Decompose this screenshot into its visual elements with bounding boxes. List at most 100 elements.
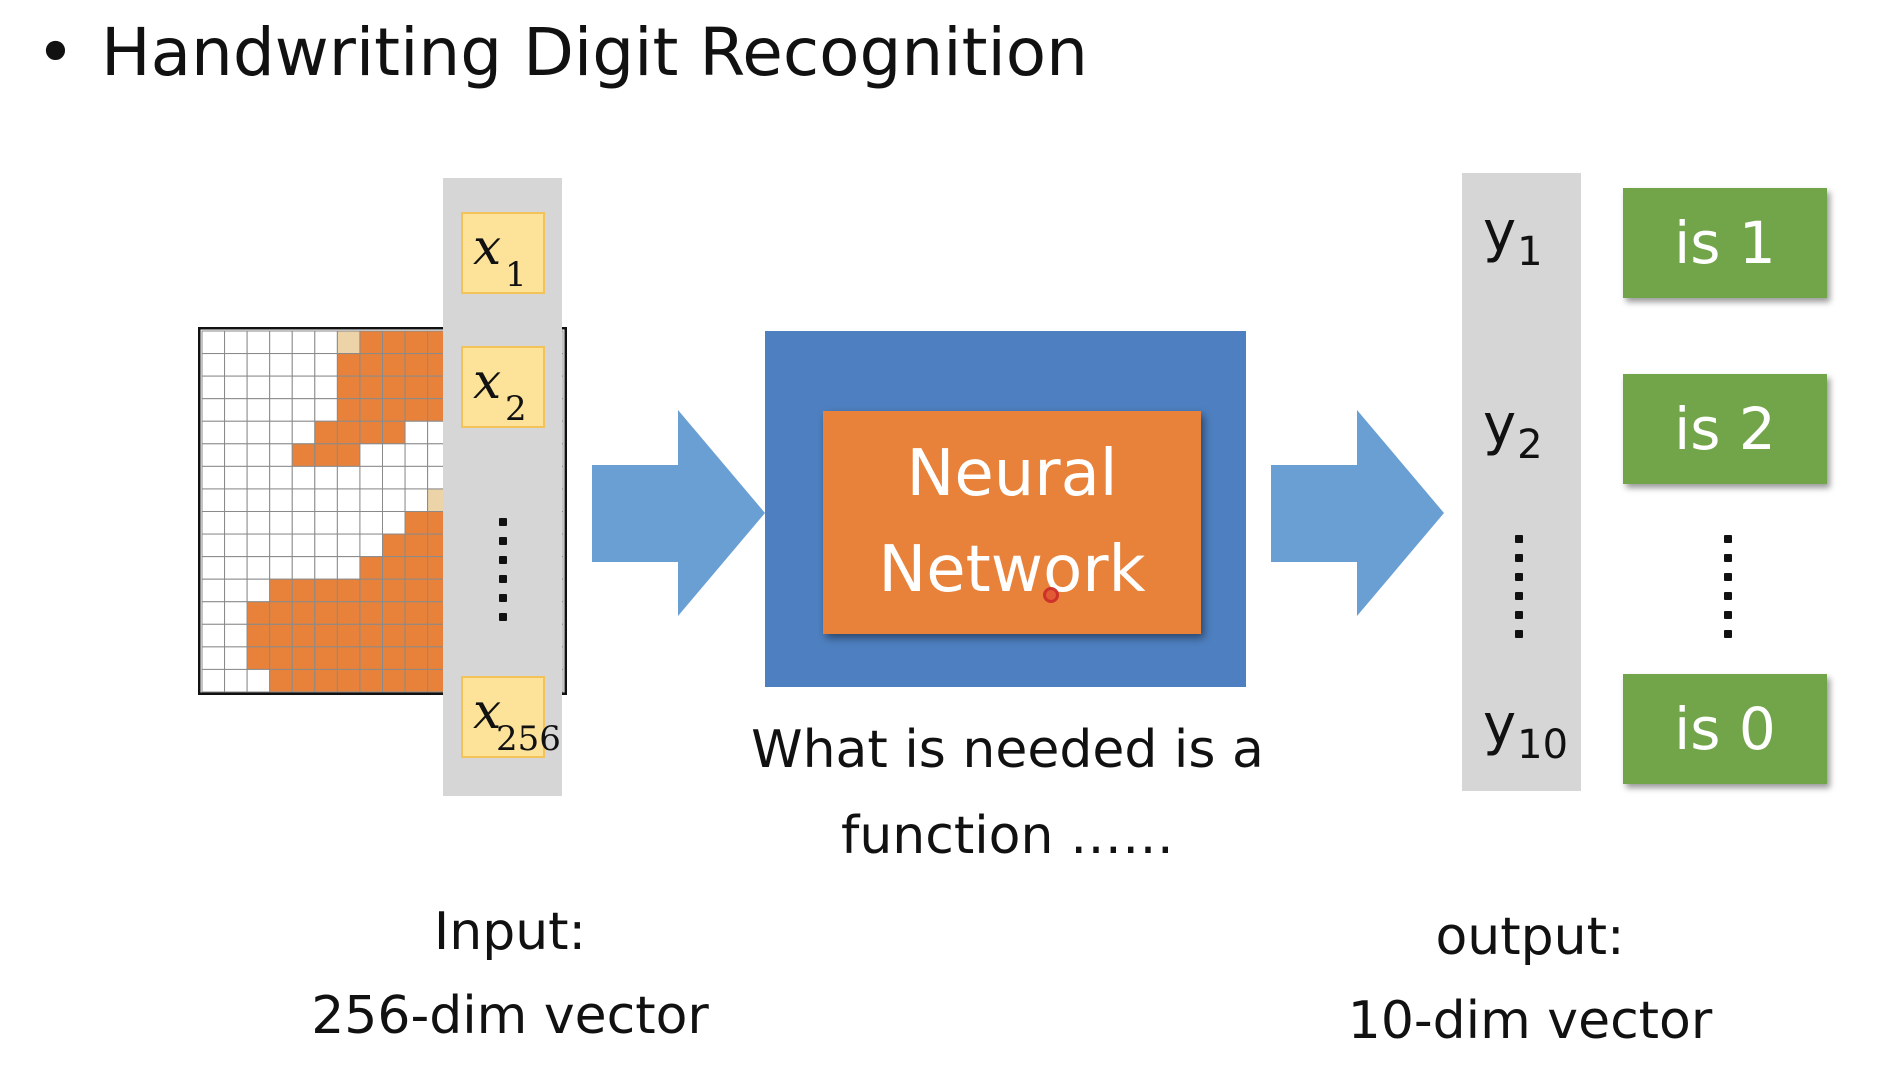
digit-pixel bbox=[201, 668, 226, 693]
digit-pixel bbox=[224, 511, 248, 535]
y1-var: y bbox=[1483, 200, 1517, 265]
y10-var: y bbox=[1483, 693, 1517, 758]
digit-pixel bbox=[269, 668, 293, 693]
digit-pixel bbox=[201, 488, 226, 512]
digit-pixel bbox=[404, 353, 429, 377]
digit-pixel bbox=[224, 556, 248, 580]
digit-pixel bbox=[336, 330, 361, 355]
digit-pixel bbox=[291, 465, 316, 490]
digit-pixel bbox=[336, 623, 361, 648]
digit-pixel bbox=[269, 330, 293, 355]
x2-subscript: 2 bbox=[505, 389, 527, 429]
digit-pixel bbox=[382, 398, 406, 422]
digit-pixel bbox=[404, 511, 429, 535]
digit-pixel bbox=[336, 375, 361, 400]
y10-subscript: 10 bbox=[1517, 722, 1569, 768]
digit-pixel bbox=[246, 488, 271, 512]
digit-pixel bbox=[359, 601, 383, 625]
digit-pixel bbox=[382, 601, 406, 625]
digit-pixel bbox=[269, 511, 293, 535]
digit-pixel bbox=[269, 533, 293, 558]
digit-pixel bbox=[314, 375, 338, 400]
digit-pixel bbox=[224, 601, 248, 625]
digit-pixel bbox=[269, 646, 293, 670]
digit-pixel bbox=[224, 623, 248, 648]
digit-pixel bbox=[269, 398, 293, 422]
digit-pixel bbox=[224, 646, 248, 670]
digit-pixel bbox=[404, 668, 429, 693]
digit-pixel bbox=[291, 353, 316, 377]
digit-pixel bbox=[382, 330, 406, 355]
network-caption-line1: What is needed is a bbox=[751, 720, 1264, 780]
digit-pixel bbox=[224, 330, 248, 355]
digit-pixel bbox=[359, 533, 383, 558]
digit-pixel bbox=[314, 488, 338, 512]
digit-pixel bbox=[246, 420, 271, 445]
digit-pixel bbox=[201, 601, 226, 625]
digit-pixel bbox=[382, 646, 406, 670]
digit-pixel bbox=[314, 398, 338, 422]
digit-pixel bbox=[224, 668, 248, 693]
digit-pixel bbox=[246, 465, 271, 490]
digit-pixel bbox=[404, 330, 429, 355]
input-vertical-ellipsis bbox=[499, 518, 507, 632]
input-element-x2: x 2 bbox=[461, 346, 545, 428]
digit-pixel bbox=[291, 623, 316, 648]
digit-pixel bbox=[336, 488, 361, 512]
digit-pixel bbox=[404, 533, 429, 558]
digit-pixel bbox=[382, 578, 406, 603]
digit-pixel bbox=[382, 533, 406, 558]
digit-image-border bbox=[198, 327, 567, 695]
pointer-dot-icon bbox=[1043, 587, 1059, 603]
digit-pixel bbox=[314, 623, 338, 648]
digit-pixel bbox=[382, 488, 406, 512]
digit-pixel bbox=[291, 668, 316, 693]
network-caption-line2: function …… bbox=[841, 806, 1174, 866]
digit-pixel bbox=[246, 353, 271, 377]
digit-pixel bbox=[246, 646, 271, 670]
digit-pixel bbox=[314, 330, 338, 355]
digit-pixel bbox=[246, 330, 271, 355]
digit-pixel bbox=[404, 398, 429, 422]
network-inner-box: Neural Network bbox=[823, 411, 1201, 634]
digit-pixel bbox=[269, 375, 293, 400]
digit-pixel bbox=[291, 646, 316, 670]
digit-pixel bbox=[382, 623, 406, 648]
digit-pixel bbox=[201, 443, 226, 467]
digit-pixel bbox=[382, 420, 406, 445]
x2-var: x bbox=[473, 352, 502, 410]
digit-pixel bbox=[336, 578, 361, 603]
output-caption-line1: output: bbox=[1435, 907, 1625, 967]
digit-pixel bbox=[291, 601, 316, 625]
class-box-is-0: is 0 bbox=[1623, 674, 1827, 784]
digit-pixel bbox=[246, 533, 271, 558]
output-element-y1: y1 bbox=[1483, 200, 1543, 275]
digit-pixel bbox=[359, 375, 383, 400]
digit-pixel bbox=[314, 578, 338, 603]
digit-pixel bbox=[269, 556, 293, 580]
digit-pixel bbox=[359, 578, 383, 603]
digit-pixel bbox=[359, 398, 383, 422]
digit-pixel bbox=[336, 420, 361, 445]
digit-pixel bbox=[201, 420, 226, 445]
title-text: Handwriting Digit Recognition bbox=[100, 14, 1089, 91]
digit-pixel bbox=[359, 330, 383, 355]
digit-pixel bbox=[314, 556, 338, 580]
x1-subscript: 1 bbox=[505, 255, 527, 295]
y2-var: y bbox=[1483, 393, 1517, 458]
digit-pixel bbox=[382, 465, 406, 490]
digit-pixel bbox=[359, 420, 383, 445]
digit-pixel bbox=[382, 668, 406, 693]
digit-pixel bbox=[359, 623, 383, 648]
digit-pixel bbox=[336, 398, 361, 422]
digit-pixel bbox=[246, 601, 271, 625]
digit-pixel bbox=[246, 443, 271, 467]
input-caption-line1: Input: bbox=[433, 902, 587, 962]
digit-pixel bbox=[404, 420, 429, 445]
digit-pixel bbox=[269, 420, 293, 445]
digit-pixel bbox=[201, 623, 226, 648]
digit-pixel bbox=[201, 465, 226, 490]
digit-pixel bbox=[291, 578, 316, 603]
digit-pixel bbox=[314, 646, 338, 670]
input-caption-line2: 256-dim vector bbox=[311, 986, 709, 1046]
